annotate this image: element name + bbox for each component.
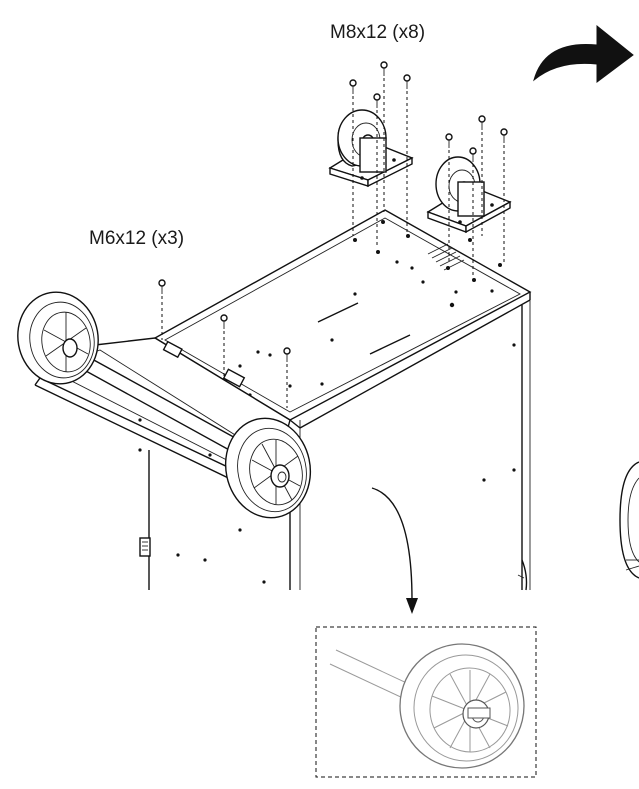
curved-arrow-icon xyxy=(533,24,634,83)
screw xyxy=(380,61,388,212)
m6-screws xyxy=(158,279,291,408)
screw xyxy=(220,314,228,376)
left-wheel xyxy=(17,291,99,385)
next-step-preview xyxy=(619,461,639,579)
m8-screw-label: M8x12 (x8) xyxy=(330,22,426,43)
screw xyxy=(469,147,477,276)
callout-arrow-icon xyxy=(371,487,418,614)
right-wheel xyxy=(224,417,312,519)
screw xyxy=(349,79,357,236)
screw xyxy=(373,93,381,248)
screw xyxy=(283,347,291,408)
m8-screws xyxy=(349,61,508,276)
screw xyxy=(445,133,453,262)
detail-callout xyxy=(315,626,537,778)
m6-screw-label: M6x12 (x3) xyxy=(89,228,185,249)
caster-right xyxy=(426,156,512,234)
caster-left xyxy=(328,109,414,188)
screw xyxy=(478,115,486,236)
screw xyxy=(158,279,166,340)
screw xyxy=(403,74,411,232)
screw xyxy=(500,128,508,262)
